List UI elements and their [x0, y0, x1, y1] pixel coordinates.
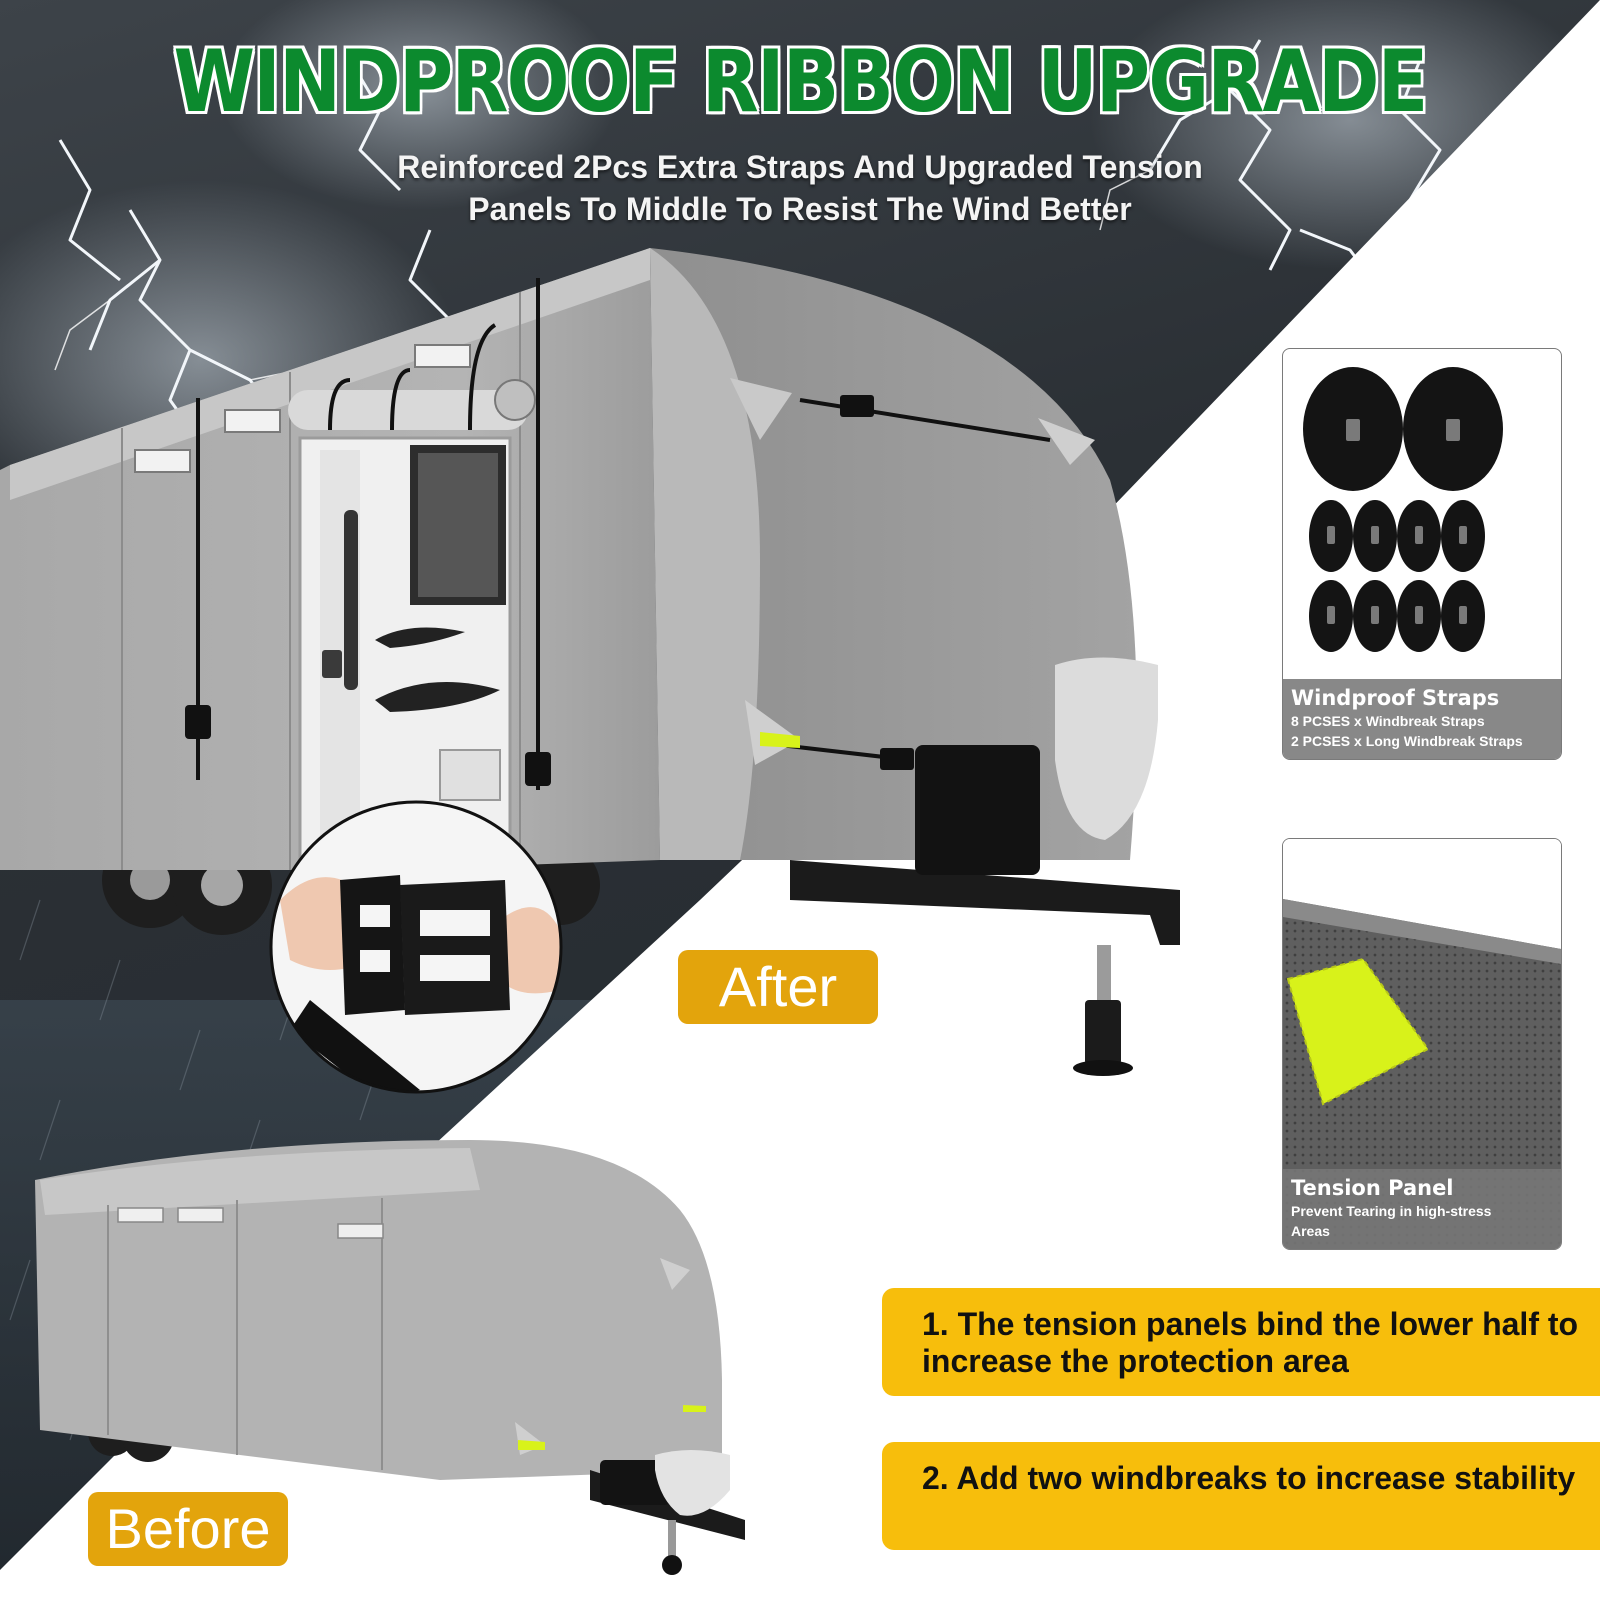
feature-note-tension-panels: 1. The tension panels bind the lower hal… — [882, 1288, 1600, 1396]
straps-card-line-1: 8 PCSES x Windbreak Straps — [1291, 713, 1485, 729]
banner-title: WINDPROOF RIBBON UPGRADE — [173, 32, 1428, 132]
before-label: Before — [88, 1492, 288, 1566]
windproof-straps-card: Windproof Straps 8 PCSES x Windbreak Str… — [1282, 348, 1562, 760]
tension-card-title: Tension Panel — [1291, 1176, 1454, 1200]
straps-card-line-2: 2 PCSES x Long Windbreak Straps — [1291, 733, 1523, 749]
straps-card-title: Windproof Straps — [1291, 686, 1500, 710]
tension-caption: Tension Panel Prevent Tearing in high-st… — [1283, 1169, 1561, 1249]
subtitle-line-2: Panels To Middle To Resist The Wind Bett… — [468, 191, 1132, 227]
feature-note-windbreaks: 2. Add two windbreaks to increase stabil… — [882, 1442, 1600, 1550]
trailer-door — [298, 436, 512, 865]
straps-caption: Windproof Straps 8 PCSES x Windbreak Str… — [1283, 679, 1561, 759]
straps-rolls-image — [1303, 367, 1503, 652]
subtitle-line-1: Reinforced 2Pcs Extra Straps And Upgrade… — [397, 149, 1203, 185]
after-label: After — [678, 950, 878, 1024]
banner-subtitle: Reinforced 2Pcs Extra Straps And Upgrade… — [300, 146, 1300, 230]
tension-panel-card: Tension Panel Prevent Tearing in high-st… — [1282, 838, 1562, 1250]
tension-card-line-1: Prevent Tearing in high-stress — [1291, 1203, 1492, 1219]
tension-card-line-2: Areas — [1291, 1223, 1330, 1239]
